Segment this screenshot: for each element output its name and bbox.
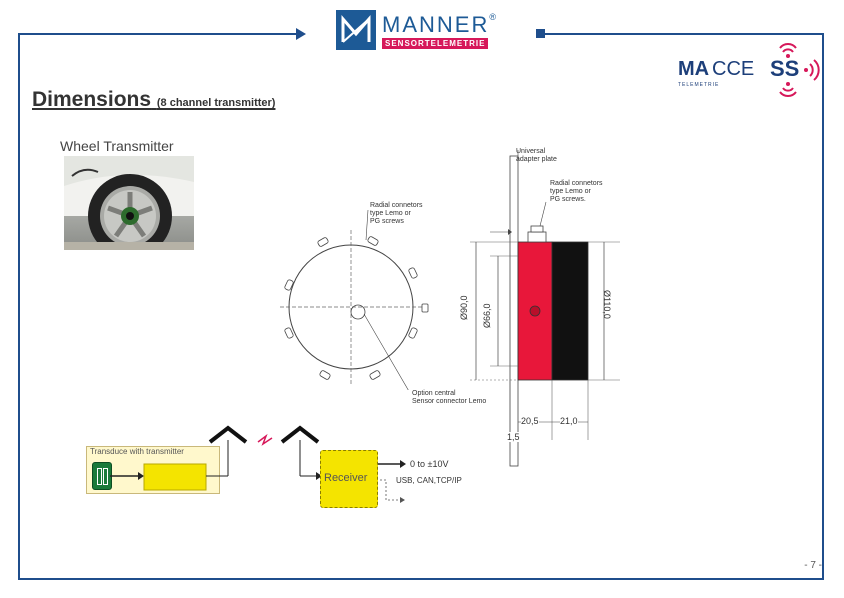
front-view-drawing bbox=[280, 209, 430, 390]
output-digital-label: USB, CAN,TCP/IP bbox=[396, 476, 462, 485]
dim-90-label: Ø90,0 bbox=[459, 295, 469, 320]
frame-bottom bbox=[18, 578, 824, 580]
option-central-label: Option central Sensor connector Lemo bbox=[412, 390, 487, 405]
wheel-transmitter-label: Wheel Transmitter bbox=[60, 138, 174, 154]
adapter-plate-label: Universal adapter plate bbox=[516, 148, 557, 163]
dim-66-label: Ø66,0 bbox=[482, 303, 492, 328]
frame-left bbox=[18, 34, 20, 580]
side-radial-label: Radial connetors type Lemo or PG screws. bbox=[550, 180, 603, 203]
manner-logo-icon bbox=[336, 10, 376, 50]
dim-21-label: 21,0 bbox=[560, 416, 578, 426]
frame-top-left bbox=[18, 33, 300, 35]
frame-right bbox=[822, 34, 824, 580]
wheel-photo bbox=[64, 156, 194, 250]
page-title: Dimensions (8 channel transmitter) bbox=[32, 88, 276, 111]
dim-15-label: 1,5 bbox=[507, 432, 520, 442]
frame-top-right bbox=[540, 33, 824, 35]
maccess-logo: MA CCE SS TELEMETRIE bbox=[678, 43, 820, 100]
transducer-label: Transduce with transmitter bbox=[90, 447, 184, 456]
front-radial-label: Radial connetors type Lemo or PG screws bbox=[370, 202, 423, 225]
page-number: - 7 - bbox=[804, 560, 822, 571]
receiver-label: Receiver bbox=[324, 472, 368, 484]
output-analog-label: 0 to ±10V bbox=[410, 459, 449, 469]
brand-name: MANNER® bbox=[382, 12, 498, 37]
dim-110-label: Ø110,0 bbox=[602, 290, 612, 319]
dim-20-label: 20,5 bbox=[521, 416, 539, 426]
sensor-icon bbox=[92, 462, 112, 490]
frame-square-icon bbox=[536, 29, 545, 38]
wireless-signal-icon bbox=[779, 43, 820, 97]
frame-arrow-icon bbox=[296, 28, 306, 40]
side-view-drawing bbox=[470, 150, 620, 467]
brand-subtitle: SENSORTELEMETRIE bbox=[382, 38, 489, 49]
signal-chain-drawing bbox=[110, 425, 406, 503]
receiver-box bbox=[320, 450, 378, 508]
